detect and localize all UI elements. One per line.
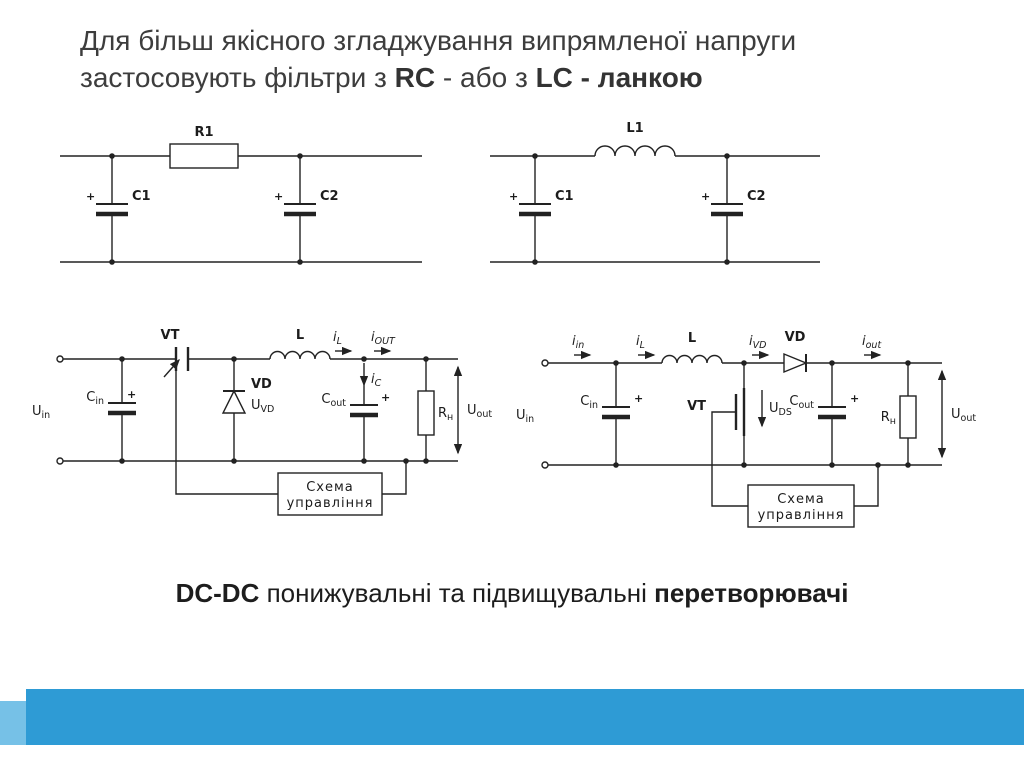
control-box-line1: Схема (306, 480, 354, 495)
diode-vd (221, 356, 247, 464)
caption-bold-dcdc: DC-DC (175, 578, 260, 608)
cout-plus: + (381, 391, 390, 404)
capacitor-cout (818, 360, 846, 468)
input-terminal-bottom (56, 457, 64, 465)
label-l: L (688, 331, 696, 346)
label-il: iL (333, 330, 342, 347)
lc-wires (490, 155, 820, 263)
title-line-1: Для більш якісного згладжування випрямле… (80, 25, 797, 56)
label-c1: C1 (132, 189, 151, 204)
title-line2-bold-rc: RC (394, 62, 436, 93)
feedback-node-dot (403, 458, 409, 464)
label-cout: Cout (321, 392, 346, 409)
capacitor-cin (602, 360, 630, 468)
label-uin: Uin (32, 404, 50, 421)
label-c1: C1 (555, 189, 574, 204)
inductor-l1 (594, 145, 676, 157)
label-iout: iOUT (371, 330, 396, 347)
label-ic: iC (371, 372, 382, 389)
title-line2-text2: - або з (435, 62, 536, 93)
caption-text: понижувальні та підвищувальні (259, 578, 655, 608)
c1-plus: + (509, 190, 518, 203)
capacitor-c2 (711, 153, 743, 265)
label-uvd: UVD (251, 398, 274, 415)
label-vt: VT (161, 328, 180, 343)
label-il: iL (636, 334, 645, 351)
label-l: L (296, 328, 304, 343)
label-rh: Rн (881, 410, 896, 427)
input-terminal-bottom (541, 461, 549, 469)
resistor-r1 (169, 143, 239, 169)
c2-plus: + (274, 190, 283, 203)
label-uin: Uin (516, 408, 534, 425)
gate-wire (175, 371, 278, 495)
label-l1: L1 (626, 121, 643, 136)
label-vt: VT (687, 399, 706, 414)
input-terminal-top (541, 359, 549, 367)
label-rh: Rн (438, 406, 453, 423)
label-vd: VD (785, 330, 806, 345)
label-cin: Cin (580, 394, 598, 411)
label-uout: Uout (951, 407, 976, 424)
diode-vd (783, 352, 808, 374)
c2-plus: + (701, 190, 710, 203)
label-uout: Uout (467, 403, 492, 420)
label-ivd: iVD (749, 334, 766, 351)
capacitor-c2 (284, 153, 316, 265)
footer-bar (26, 689, 1024, 745)
capacitor-c1 (519, 153, 551, 265)
rc-wires (60, 155, 422, 263)
title-line-2: застосовують фільтри з RC - або з LC - л… (80, 59, 796, 96)
cout-plus: + (850, 392, 859, 405)
title-line2-bold-lc: LC - ланкою (535, 62, 703, 93)
capacitor-cin (108, 356, 136, 464)
label-r1: R1 (194, 125, 213, 140)
label-uds: UDS (769, 401, 792, 418)
cin-plus: + (634, 392, 643, 405)
inductor-l (661, 354, 723, 364)
resistor-rh (899, 360, 917, 468)
label-c2: C2 (747, 189, 766, 204)
boost-converter-diagram: Uin iin Cin + iL L VT UDS iVD (516, 330, 976, 528)
feedback-wire (382, 461, 407, 495)
transistor-vt (734, 360, 747, 468)
gate-wire (711, 411, 748, 507)
cin-plus: + (127, 388, 136, 401)
resistor-rh (417, 356, 435, 464)
label-iout: iout (862, 334, 882, 351)
label-cout: Cout (789, 394, 814, 411)
capacitor-c1 (96, 153, 128, 265)
control-box-line1: Схема (777, 492, 825, 507)
label-c2: C2 (320, 189, 339, 204)
label-vd: VD (251, 377, 272, 392)
caption-bold-converters: перетворювачі (654, 578, 849, 608)
feedback-wire (854, 465, 879, 507)
footer-accent-square (0, 701, 26, 745)
inductor-l (269, 350, 331, 360)
lc-filter-diagram: L1 + C1 + C2 (490, 121, 820, 265)
input-terminal-top (56, 355, 64, 363)
output-node-dot (361, 356, 367, 362)
title-line2-text1: застосовують фільтри з (80, 62, 395, 93)
rc-filter-diagram: R1 + C1 + C2 (60, 125, 422, 265)
transistor-vt (163, 347, 190, 378)
control-box (747, 484, 855, 528)
slide-caption: DC-DC понижувальні та підвищувальні пере… (0, 578, 1024, 609)
slide-title: Для більш якісного згладжування випрямле… (80, 22, 796, 96)
buck-converter-diagram: Uin Cin + VT VD UVD L (32, 328, 492, 516)
capacitor-cout (350, 385, 378, 464)
label-cin: Cin (86, 390, 104, 407)
label-iin: iin (572, 334, 584, 351)
control-box-line2: управління (287, 496, 374, 511)
c1-plus: + (86, 190, 95, 203)
feedback-node-dot (875, 462, 881, 468)
control-box-line2: управління (758, 508, 845, 523)
